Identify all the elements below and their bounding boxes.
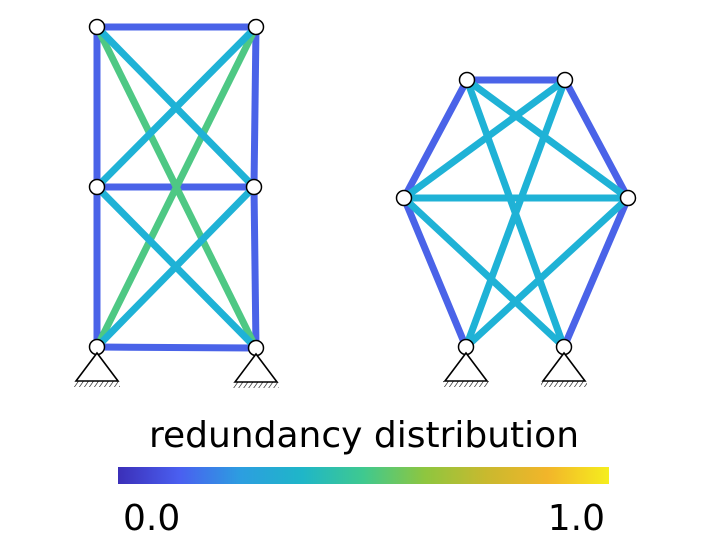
truss-member <box>463 195 631 350</box>
pin-support-icon <box>74 351 120 387</box>
truss-member <box>250 26 260 188</box>
colorbar-min-label: 0.0 <box>123 498 180 539</box>
pin-support-icon <box>541 351 587 387</box>
colorbar-max-label: 1.0 <box>548 498 605 539</box>
truss-node <box>458 71 476 89</box>
pin-support-icon <box>233 352 279 388</box>
pin-support-icon <box>443 351 489 387</box>
truss-member <box>250 186 260 349</box>
truss-member <box>94 184 257 350</box>
truss-member <box>93 25 260 349</box>
truss-member <box>96 343 257 352</box>
truss-member <box>400 196 470 349</box>
truss-member <box>401 77 568 201</box>
pin-supports <box>74 351 587 388</box>
truss-member <box>462 78 569 349</box>
truss-member <box>401 195 567 350</box>
truss-node <box>247 18 265 36</box>
truss-node <box>619 189 637 207</box>
colorbar: redundancy distribution 0.0 1.0 <box>118 415 609 539</box>
truss-node <box>88 18 106 36</box>
truss-member <box>560 196 632 349</box>
colorbar-title: redundancy distribution <box>149 415 579 456</box>
truss-member <box>464 77 631 201</box>
truss-node <box>395 189 413 207</box>
truss-member <box>400 78 471 200</box>
truss-member <box>561 78 632 200</box>
rectangular-truss <box>88 18 265 357</box>
truss-node <box>245 178 263 196</box>
truss-node <box>88 178 106 196</box>
hexagonal-truss <box>395 71 637 356</box>
truss-node <box>556 71 574 89</box>
truss-member <box>94 24 259 190</box>
colorbar-gradient <box>118 467 609 484</box>
